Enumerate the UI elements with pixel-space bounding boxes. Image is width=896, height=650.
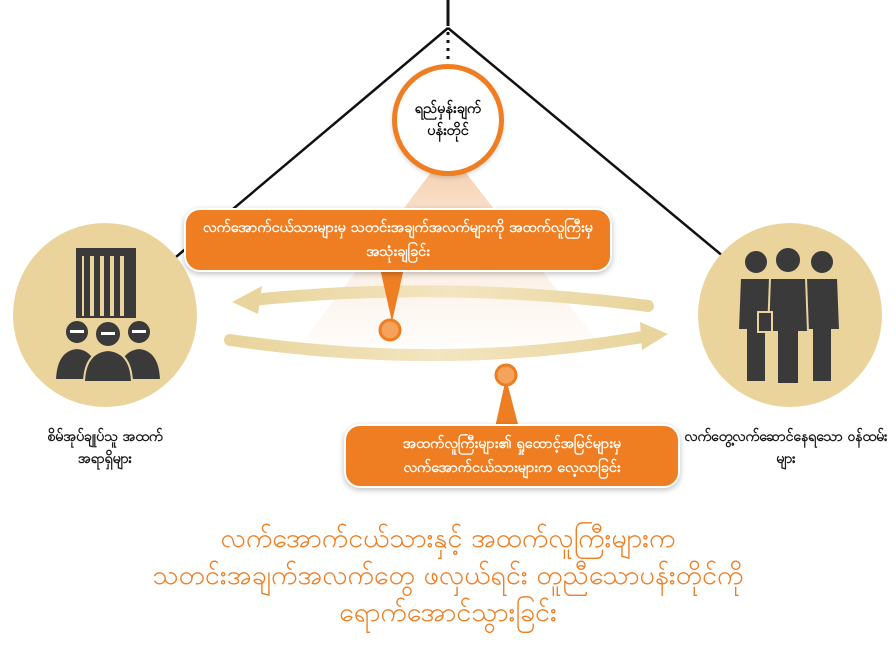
arrow-to-right-head (640, 322, 668, 350)
right-node-label: လက်တွေ့လက်ဆောင်နေရသော ဝန်ထမ်းများ (676, 426, 896, 470)
callout-top-pointer (380, 268, 404, 322)
right-diagonal-line (447, 27, 731, 263)
callout-top: လက်အောက်ငယ်သားများမှ သတင်းအချက်အလက်များက… (184, 208, 612, 272)
arrow-bottom-dot (494, 363, 518, 387)
arrow-to-left-head (232, 286, 262, 314)
left-node-label: စိမ်အုပ်ချုပ်သူ အထက်အရာရှိများ (0, 426, 210, 470)
right-node-label-text: လက်တွေ့လက်ဆောင်နေရသော ဝန်ထမ်းများ (684, 429, 888, 467)
arrow-top-dot (378, 318, 402, 342)
arrow-to-right (224, 330, 654, 362)
callout-bottom-text: အထက်လူကြီးများ၏ ရှုထောင့်အမြင်များမှ လက်… (402, 436, 622, 476)
group-of-people-icon (736, 246, 842, 385)
callout-bottom-pointer (494, 378, 520, 432)
caption: လက်အောက်ငယ်သားနှင့် အထက်လူကြီးများက သတင်… (0, 520, 896, 631)
callout-bottom: အထက်လူကြီးများ၏ ရှုထောင့်အမြင်များမှ လက်… (344, 424, 680, 488)
callout-top-text: လက်အောက်ငယ်သားများမှ သတင်းအချက်အလက်များက… (203, 220, 593, 260)
caption-line-1: လက်အောက်ငယ်သားနှင့် အထက်လူကြီးများက (220, 523, 676, 554)
goal-label: ရည်မှန်းချက် ပန်းတိုင် (414, 101, 482, 139)
goal-bubble: ရည်မှန်းချက် ပန်းတိုင် (392, 64, 504, 176)
left-node-label-text: စိမ်အုပ်ချုပ်သူ အထက်အရာရှိများ (47, 429, 163, 467)
caption-line-2: သတင်းအချက်အလက်တွေ ဖလှယ်ရင်း တူညီသောပန်းတ… (152, 560, 744, 591)
caption-line-3: ရောက်အောင်သွားခြင်း (339, 597, 557, 628)
arrow-to-left (246, 285, 654, 312)
prison-bars-people-icon (53, 248, 163, 383)
